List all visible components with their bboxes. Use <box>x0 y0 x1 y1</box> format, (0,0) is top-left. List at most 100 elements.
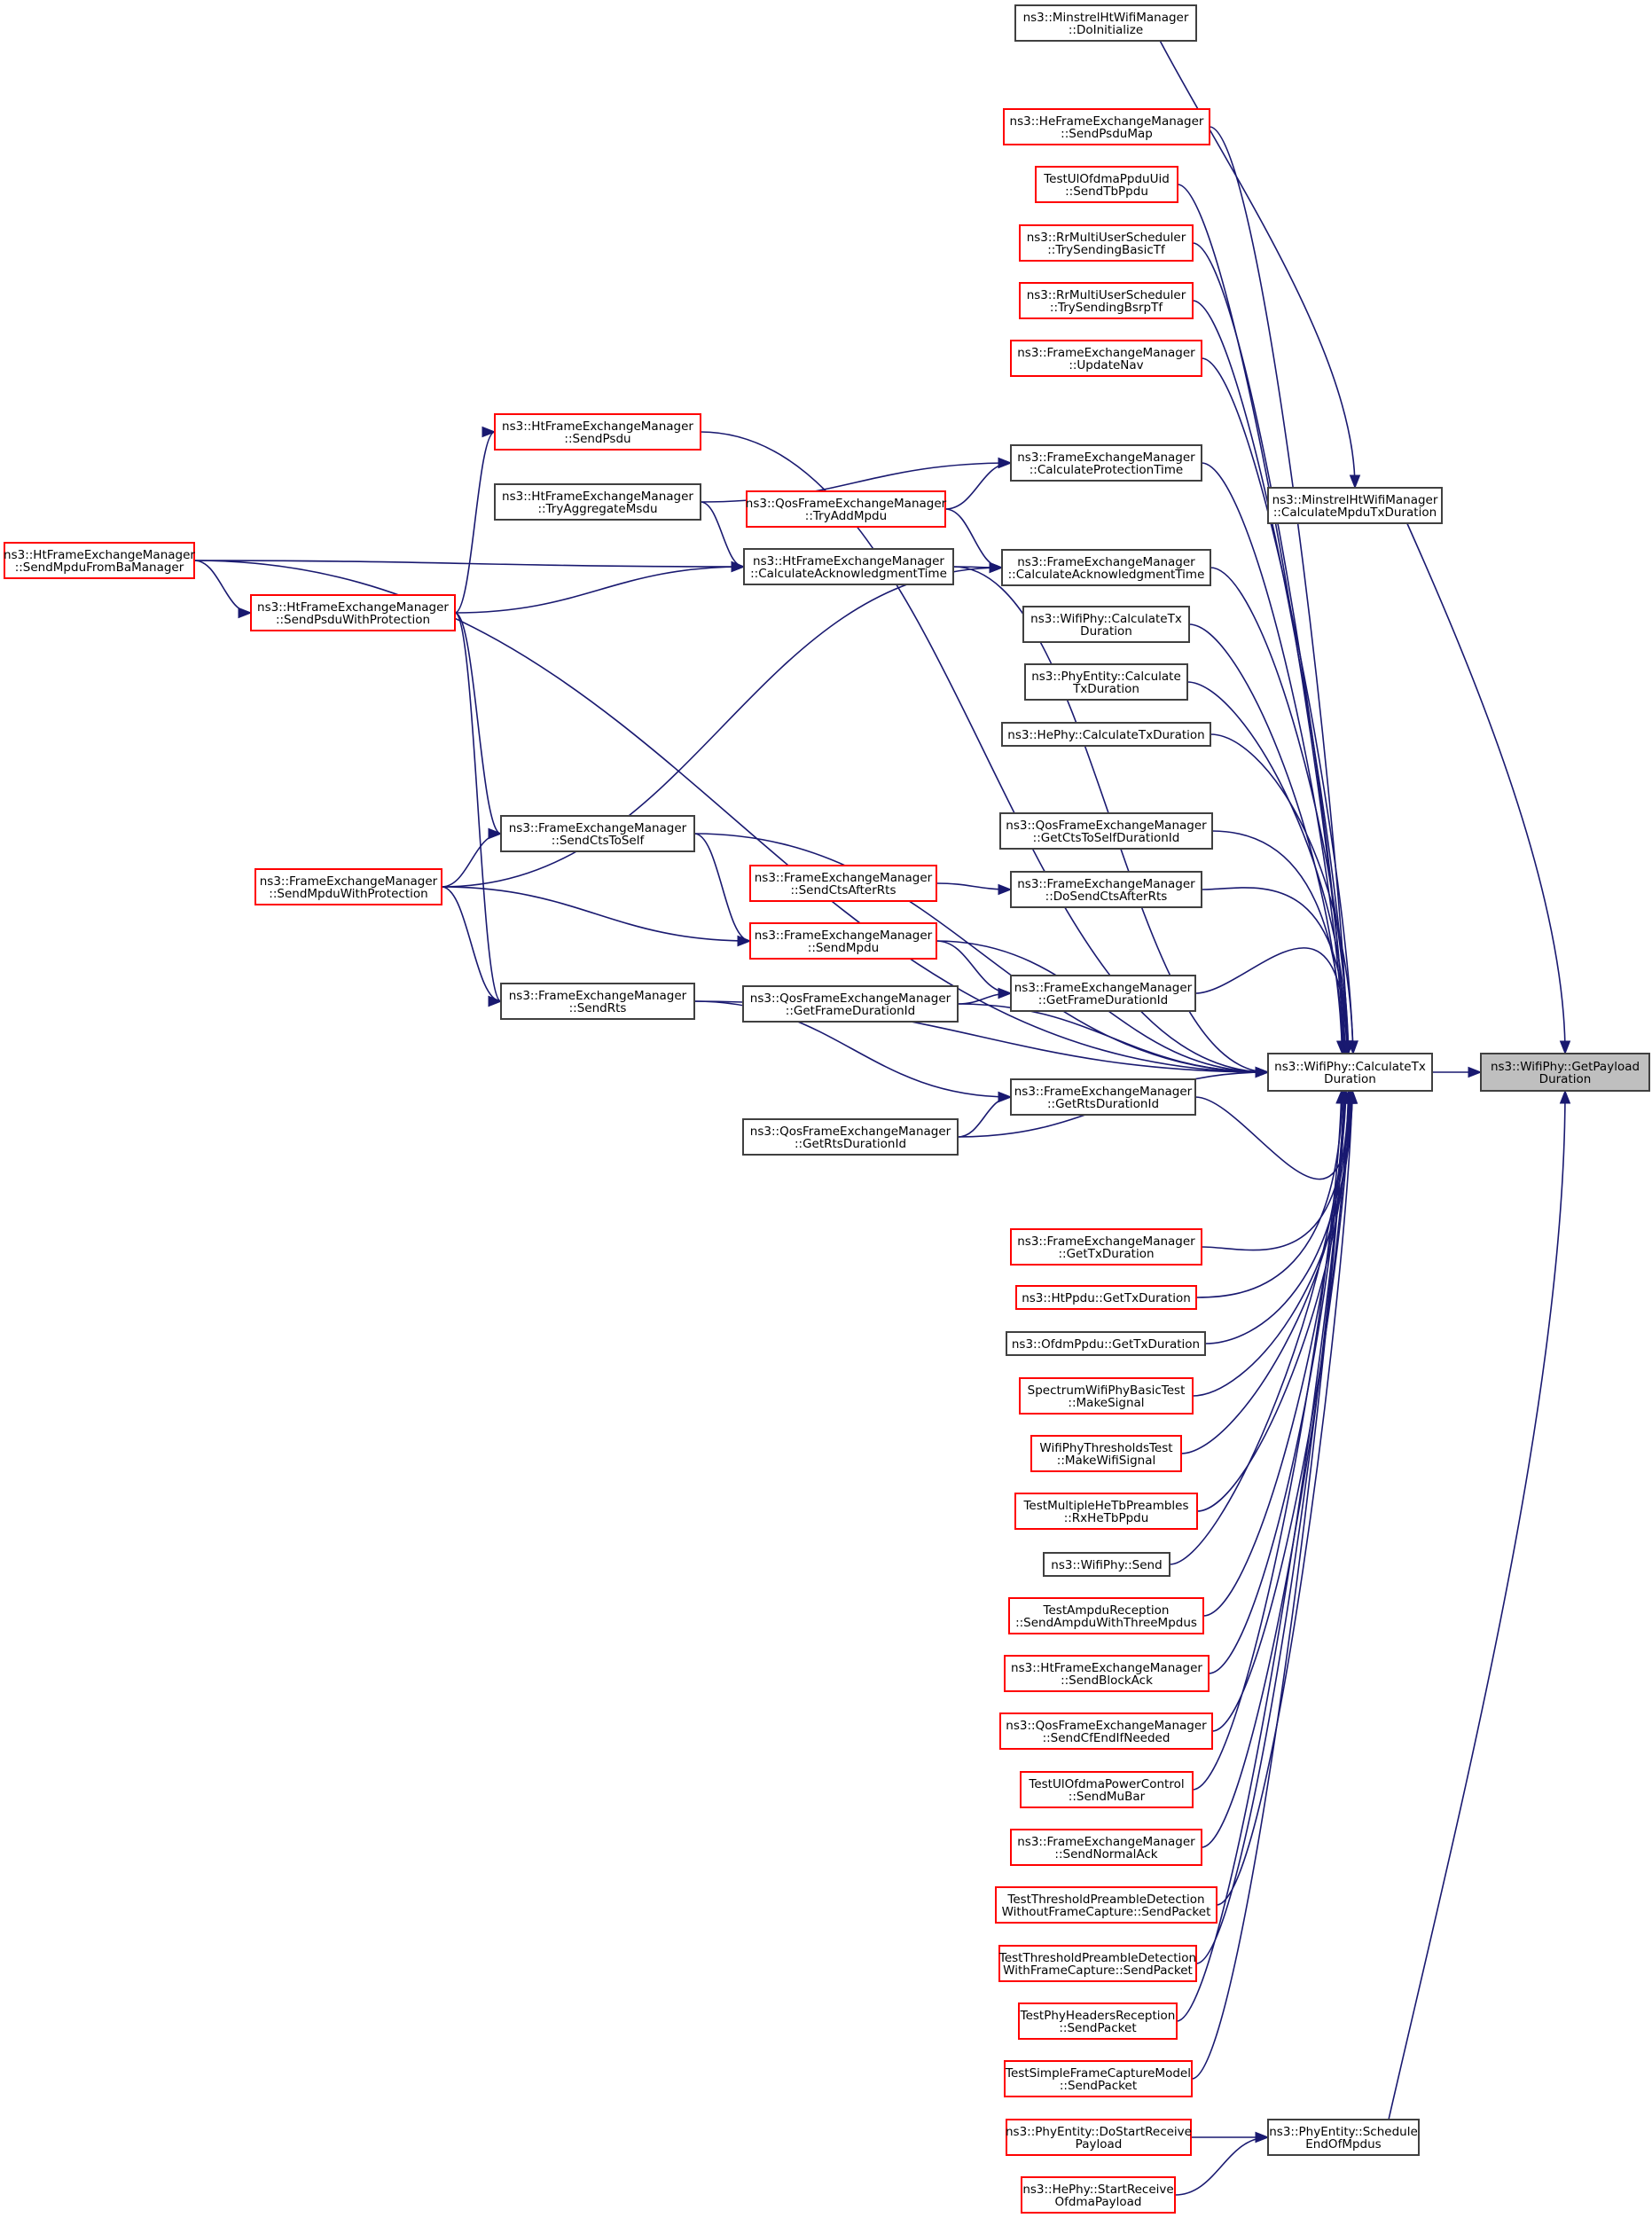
graph-node-heCalcTx[interactable]: ns3::HePhy::CalculateTxDuration <box>1002 723 1210 746</box>
node-label-line: ns3::HePhy::CalculateTxDuration <box>1007 728 1204 742</box>
edge-calcProt-to-calcTx <box>1202 463 1348 1054</box>
graph-node-qosCfEnd[interactable]: ns3::QosFrameExchangeManager::SendCfEndI… <box>1000 1713 1212 1749</box>
edge-line <box>1195 1091 1351 1180</box>
graph-node-qosTryAdd[interactable]: ns3::QosFrameExchangeManager::TryAddMpdu <box>746 491 947 527</box>
node-label-line: ::SendPsduMap <box>1061 127 1153 141</box>
graph-node-calcProt[interactable]: ns3::FrameExchangeManager::CalculateProt… <box>1011 445 1202 481</box>
node-label-line: ::SendMpduFromBaManager <box>15 560 184 575</box>
node-label-line: ::DoInitialize <box>1069 23 1143 37</box>
graph-node-ulPowerMuBar[interactable]: TestUlOfdmaPowerControl::SendMuBar <box>1021 1772 1193 1807</box>
edge-line <box>1202 358 1353 1054</box>
graph-node-qosFrameDur[interactable]: ns3::QosFrameExchangeManager::GetFrameDu… <box>743 986 958 1022</box>
edge-line <box>1196 1091 1343 1297</box>
node-label-line: ::SendMpdu <box>808 941 879 955</box>
node-label-line: Duration <box>1324 1072 1376 1086</box>
graph-node-sendCtsSelf[interactable]: ns3::FrameExchangeManager::SendCtsToSelf <box>501 816 694 851</box>
arrowhead-icon <box>998 458 1011 468</box>
graph-node-specMake[interactable]: SpectrumWifiPhyBasicTest::MakeSignal <box>1020 1378 1193 1414</box>
edge-line <box>1178 184 1345 1054</box>
edge-sendPsduProt-to-htSendPsdu <box>455 427 495 614</box>
edge-line <box>194 560 251 613</box>
node-label-line: WithFrameCapture::SendPacket <box>1003 1963 1193 1978</box>
arrowhead-icon <box>738 937 750 946</box>
arrowhead-icon <box>732 562 744 572</box>
graph-node-ofdmPpduTx[interactable]: ns3::OfdmPpdu::GetTxDuration <box>1006 1332 1205 1355</box>
graph-node-simpleCap[interactable]: TestSimpleFrameCaptureModel::SendPacket <box>1005 2061 1192 2097</box>
edge-sendCtsAfter-to-doSendCts <box>936 883 1011 895</box>
graph-node-sendCtsAfter[interactable]: ns3::FrameExchangeManager::SendCtsAfterR… <box>750 866 936 901</box>
graph-node-htSendPsdu[interactable]: ns3::HtFrameExchangeManager::SendPsdu <box>495 414 701 450</box>
graph-node-sendMpduProt[interactable]: ns3::FrameExchangeManager::SendMpduWithP… <box>255 869 442 905</box>
graph-node-multiHeTb[interactable]: TestMultipleHeTbPreambles::RxHeTbPpdu <box>1015 1493 1197 1529</box>
graph-node-wifiCalcTx2[interactable]: ns3::WifiPhy::CalculateTxDuration <box>1023 607 1189 642</box>
node-label-line: ::CalculateAcknowledgmentTime <box>1008 568 1205 582</box>
graph-node-peCalcTx[interactable]: ns3::PhyEntity::CalculateTxDuration <box>1025 664 1187 700</box>
edge-line <box>1210 127 1348 1054</box>
graph-node-heStartRx[interactable]: ns3::HePhy::StartReceiveOfdmaPayload <box>1022 2177 1175 2213</box>
graph-node-wifiSend[interactable]: ns3::WifiPhy::Send <box>1044 1553 1170 1576</box>
node-label-line: ::TrySendingBasicTf <box>1047 243 1166 257</box>
edge-line <box>1202 463 1343 1054</box>
edge-line <box>1407 523 1565 1054</box>
graph-node-htPpduTx[interactable]: ns3::HtPpdu::GetTxDuration <box>1016 1286 1196 1309</box>
edge-minCalc-to-target <box>1407 523 1570 1054</box>
edge-line <box>1212 1091 1350 1731</box>
graph-node-thrMake[interactable]: WifiPhyThresholdsTest::MakeWifiSignal <box>1031 1436 1181 1471</box>
graph-node-rrBsrp[interactable]: ns3::RrMultiUserScheduler::TrySendingBsr… <box>1020 283 1193 318</box>
graph-node-heSendPsduMap[interactable]: ns3::HeFrameExchangeManager::SendPsduMap <box>1004 109 1210 145</box>
graph-node-femNormalAck[interactable]: ns3::FrameExchangeManager::SendNormalAck <box>1011 1830 1202 1865</box>
graph-node-sendRts[interactable]: ns3::FrameExchangeManager::SendRts <box>501 984 694 1019</box>
node-label-line: Duration <box>1539 1072 1592 1086</box>
edge-tryAggMsdu-to-htCalcAck <box>701 502 744 572</box>
graph-node-htCalcAck[interactable]: ns3::HtFrameExchangeManager::CalculateAc… <box>744 549 953 584</box>
graph-node-thrWith[interactable]: TestThresholdPreambleDetectionWithFrameC… <box>998 1946 1196 1981</box>
edge-thrWith-to-calcTx <box>1196 1091 1350 1963</box>
edge-line <box>1202 1091 1349 1250</box>
graph-node-getRtsDur[interactable]: ns3::FrameExchangeManager::GetRtsDuratio… <box>1011 1079 1195 1115</box>
graph-node-calcTx[interactable]: ns3::WifiPhy::CalculateTxDuration <box>1268 1054 1432 1091</box>
edge-line <box>1193 301 1349 1054</box>
graph-node-phyHdrs[interactable]: TestPhyHeadersReception::SendPacket <box>1019 2003 1177 2039</box>
graph-node-htBlockAck[interactable]: ns3::HtFrameExchangeManager::SendBlockAc… <box>1005 1656 1209 1691</box>
arrowhead-icon <box>489 829 501 839</box>
node-label-line: ::CalculateProtectionTime <box>1030 463 1183 477</box>
node-label-line: ::TryAddMpdu <box>805 509 887 523</box>
node-label-line: ::GetFrameDurationId <box>1038 993 1168 1007</box>
node-label-line: ::SendMpduWithProtection <box>269 887 427 901</box>
graph-node-sendMpduBa[interactable]: ns3::HtFrameExchangeManager::SendMpduFro… <box>4 543 195 578</box>
graph-node-rrBasic[interactable]: ns3::RrMultiUserScheduler::TrySendingBas… <box>1020 225 1193 261</box>
graph-node-minInit[interactable]: ns3::MinstrelHtWifiManager::DoInitialize <box>1015 5 1196 41</box>
edge-getRtsDur-to-calcTx <box>1195 1091 1356 1180</box>
node-label-line: ::SendNormalAck <box>1054 1847 1157 1861</box>
graph-node-calcAckFem[interactable]: ns3::FrameExchangeManager::CalculateAckn… <box>1002 550 1210 585</box>
edge-line <box>1187 682 1349 1054</box>
edge-femNormalAck-to-calcTx <box>1202 1091 1353 1847</box>
graph-node-target[interactable]: ns3::WifiPhy::GetPayloadDuration <box>1481 1054 1649 1091</box>
edge-line <box>1192 1091 1344 2079</box>
graph-node-doSendCts[interactable]: ns3::FrameExchangeManager::DoSendCtsAfte… <box>1011 872 1202 907</box>
node-label-line: ::TryAggregateMsdu <box>537 502 657 516</box>
graph-node-doStartRx[interactable]: ns3::PhyEntity::DoStartReceivePayload <box>1006 2120 1192 2155</box>
arrowhead-icon <box>1561 1091 1570 1103</box>
graph-node-updNav[interactable]: ns3::FrameExchangeManager::UpdateNav <box>1011 341 1202 376</box>
graph-node-tryAggMsdu[interactable]: ns3::HtFrameExchangeManager::TryAggregat… <box>495 484 701 520</box>
graph-node-thrWithout[interactable]: TestThresholdPreambleDetectionWithoutFra… <box>996 1887 1217 1923</box>
arrowhead-icon <box>239 608 251 618</box>
graph-node-getFrameDur[interactable]: ns3::FrameExchangeManager::GetFrameDurat… <box>1011 976 1195 1011</box>
node-label-line: TxDuration <box>1072 682 1139 696</box>
graph-node-qosRtsDur[interactable]: ns3::QosFrameExchangeManager::GetRtsDura… <box>743 1119 958 1155</box>
graph-node-qosCtsSelf[interactable]: ns3::QosFrameExchangeManager::GetCtsToSe… <box>1000 813 1212 849</box>
edge-line <box>958 1097 1011 1137</box>
graph-node-sendPsduProt[interactable]: ns3::HtFrameExchangeManager::SendPsduWit… <box>251 595 455 631</box>
node-label-line: ::RxHeTbPpdu <box>1064 1511 1149 1525</box>
arrowhead-icon <box>1256 2133 1268 2143</box>
graph-node-femSendMpdu[interactable]: ns3::FrameExchangeManager::SendMpdu <box>750 923 936 959</box>
node-label-line: ::GetFrameDurationId <box>786 1004 915 1018</box>
graph-node-schedEnd[interactable]: ns3::PhyEntity::ScheduleEndOfMpdus <box>1268 2120 1419 2155</box>
graph-node-femGetTx[interactable]: ns3::FrameExchangeManager::GetTxDuration <box>1011 1229 1202 1265</box>
graph-node-ulTbPpdu[interactable]: TestUlOfdmaPpduUid::SendTbPpdu <box>1036 167 1178 202</box>
node-label-line: ns3::HtPpdu::GetTxDuration <box>1022 1291 1191 1305</box>
node-label-line: ::MakeSignal <box>1068 1396 1144 1410</box>
graph-node-minCalc[interactable]: ns3::MinstrelHtWifiManager::CalculateMpd… <box>1268 488 1442 523</box>
graph-node-ampduRx[interactable]: TestAmpduReception::SendAmpduWithThreeMp… <box>1009 1598 1203 1634</box>
